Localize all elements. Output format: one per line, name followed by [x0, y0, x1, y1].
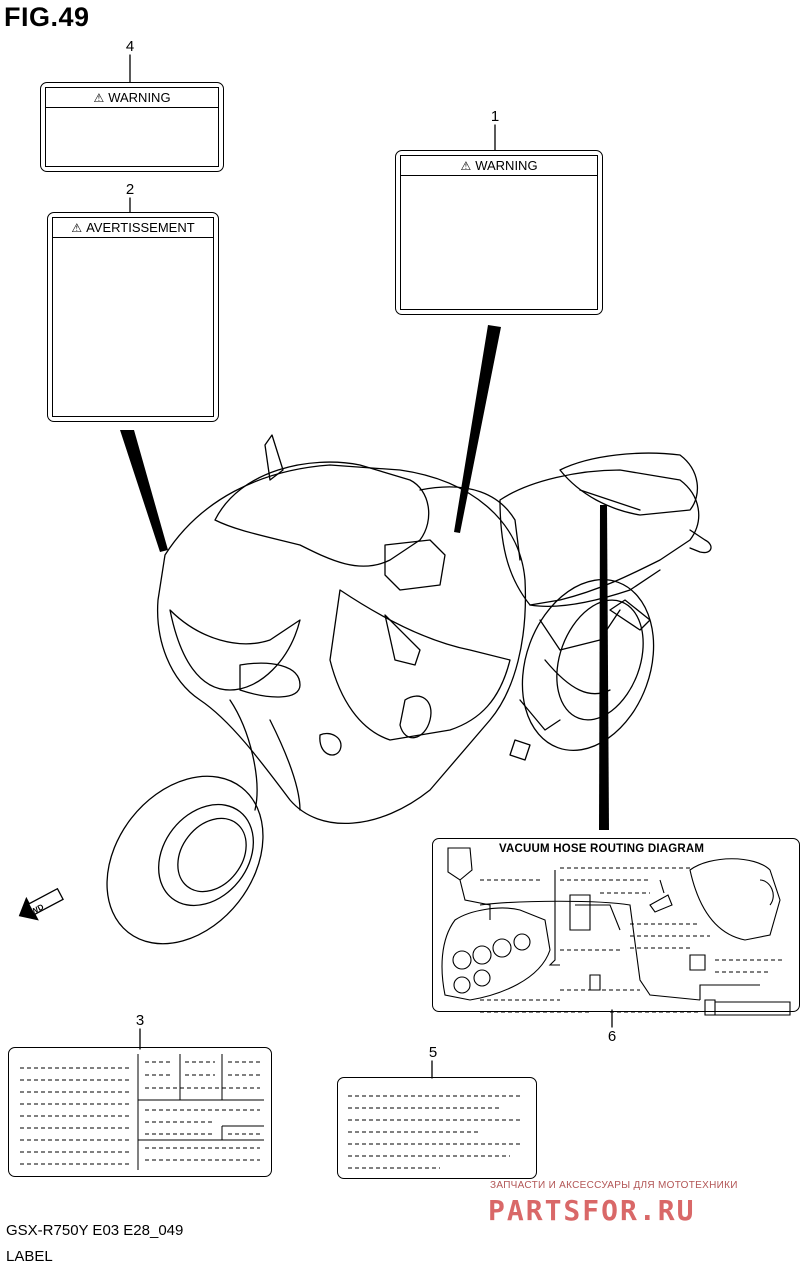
- callout-6: 6: [607, 1028, 617, 1045]
- callout-1: 1: [490, 108, 500, 125]
- watermark-tagline: ЗАПЧАСТИ И АКСЕССУАРЫ ДЛЯ МОТОТЕХНИКИ: [490, 1180, 738, 1191]
- watermark-brand: PARTSFOR.RU: [488, 1194, 696, 1227]
- warning-triangle-icon: ⚠: [93, 91, 105, 105]
- spec-table-label-3: [8, 1047, 272, 1177]
- info-label-5: [337, 1077, 537, 1179]
- warning-triangle-icon: ⚠: [71, 221, 83, 235]
- vacuum-hose-diagram-label-6: VACUUM HOSE ROUTING DIAGRAM: [432, 838, 800, 1012]
- fwd-arrow-icon: [18, 887, 64, 921]
- warning-label-1: ⚠WARNING: [395, 150, 603, 315]
- callout-3: 3: [135, 1012, 145, 1029]
- warning-label-4-header: ⚠WARNING: [46, 88, 218, 108]
- callout-5: 5: [428, 1044, 438, 1061]
- warning-label-1-header: ⚠WARNING: [401, 156, 597, 176]
- avertissement-label-2: ⚠AVERTISSEMENT: [47, 212, 219, 422]
- vacuum-hose-diagram-title: VACUUM HOSE ROUTING DIAGRAM: [499, 843, 705, 855]
- warning-triangle-icon: ⚠: [460, 159, 472, 173]
- callout-2: 2: [125, 181, 135, 198]
- figure-name: LABEL: [6, 1248, 53, 1265]
- avertissement-label-2-header: ⚠AVERTISSEMENT: [53, 218, 213, 238]
- callout-4: 4: [125, 38, 135, 55]
- figure-title: FIG.49: [4, 2, 90, 32]
- warning-label-4: ⚠WARNING: [40, 82, 224, 172]
- figure-code: GSX-R750Y E03 E28_049: [6, 1222, 184, 1239]
